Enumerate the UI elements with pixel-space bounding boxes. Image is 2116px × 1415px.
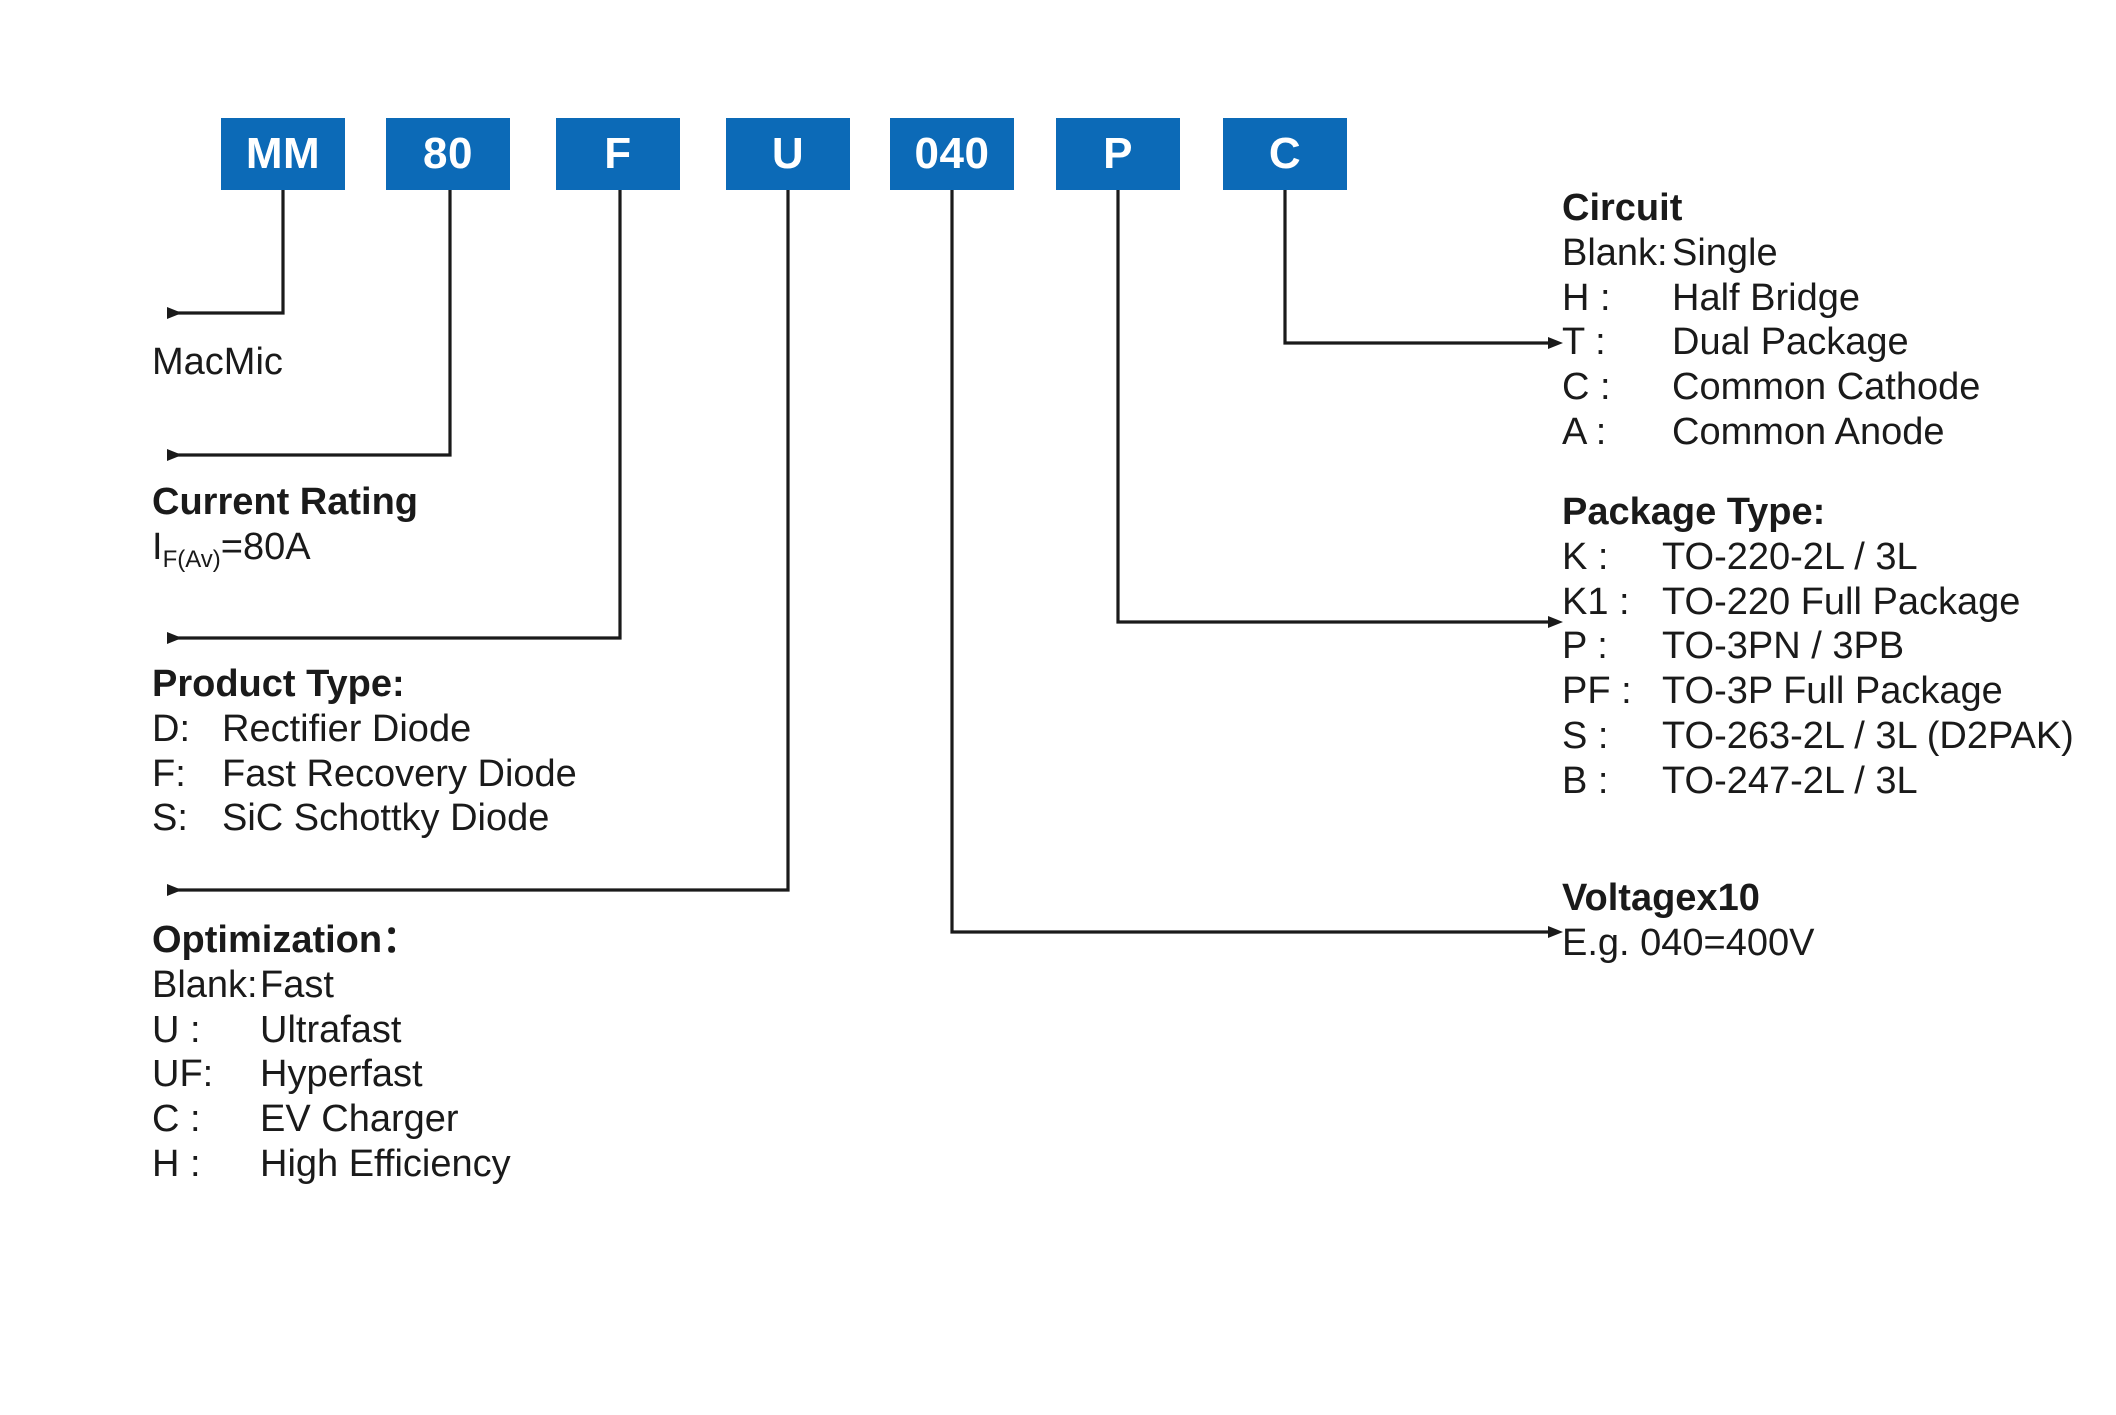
optimization-key: U : <box>152 1008 201 1051</box>
optimization-row: H : High Efficiency <box>152 1142 511 1187</box>
circuit-block: Circuit Blank: Single H : Half Bridge T … <box>1562 186 1980 455</box>
circuit-value: Dual Package <box>1672 321 1909 364</box>
package-type-row: B : TO-247-2L / 3L <box>1562 759 2074 804</box>
current-rating-value: IF(Av)=80A <box>152 525 418 573</box>
package-type-value: TO-220-2L / 3L <box>1662 535 1918 578</box>
wire-brand <box>167 190 285 319</box>
wire-product-type <box>167 190 622 644</box>
circuit-value: Common Anode <box>1672 411 1945 454</box>
optimization-key: UF: <box>152 1053 214 1096</box>
brand-label: MacMic <box>152 341 283 383</box>
package-type-key: K1 : <box>1562 580 1630 623</box>
current-value: =80A <box>220 525 311 568</box>
package-type-key: P : <box>1562 625 1608 668</box>
optimization-row: U : Ultrafast <box>152 1008 511 1053</box>
product-type-value: Fast Recovery Diode <box>222 752 577 795</box>
circuit-row: C : Common Cathode <box>1562 365 1980 410</box>
voltage-block: Voltagex10 E.g. 040=400V <box>1562 876 1815 966</box>
product-type-row: S: SiC Schottky Diode <box>152 796 577 841</box>
package-type-key: B : <box>1562 759 1609 802</box>
optimization-value: High Efficiency <box>260 1143 511 1186</box>
package-type-key: K : <box>1562 535 1609 578</box>
package-type-value: TO-263-2L / 3L (D2PAK) <box>1662 715 2074 758</box>
code-box-package-type-code[interactable]: P <box>1056 118 1180 190</box>
package-type-row: P : TO-3PN / 3PB <box>1562 624 2074 669</box>
circuit-row: H : Half Bridge <box>1562 276 1980 321</box>
optimization-key: Blank: <box>152 963 258 1006</box>
package-type-row: PF : TO-3P Full Package <box>1562 669 2074 714</box>
package-type-value: TO-247-2L / 3L <box>1662 759 1918 802</box>
product-type-value: Rectifier Diode <box>222 707 472 750</box>
product-type-key: F: <box>152 752 186 795</box>
code-box-current-rating-code[interactable]: 80 <box>386 118 510 190</box>
package-type-row: K : TO-220-2L / 3L <box>1562 535 2074 580</box>
circuit-row: Blank: Single <box>1562 231 1980 276</box>
optimization-value: Fast <box>260 963 334 1006</box>
product-type-value: SiC Schottky Diode <box>222 797 550 840</box>
optimization-key: H : <box>152 1143 201 1186</box>
circuit-key: A : <box>1562 411 1607 454</box>
circuit-key: T : <box>1562 321 1606 364</box>
package-type-block: Package Type: K : TO-220-2L / 3L K1 : TO… <box>1562 490 2074 804</box>
optimization-title: Optimization： <box>152 919 421 961</box>
circuit-value: Common Cathode <box>1672 366 1981 409</box>
current-rating-block: Current Rating IF(Av)=80A <box>152 480 418 573</box>
voltage-title: Voltagex10 <box>1562 877 1760 919</box>
optimization-row: C : EV Charger <box>152 1097 511 1142</box>
circuit-row: T : Dual Package <box>1562 320 1980 365</box>
optimization-value: EV Charger <box>260 1098 459 1141</box>
circuit-key: Blank: <box>1562 231 1668 274</box>
package-type-key: PF : <box>1562 670 1632 713</box>
package-type-row: S : TO-263-2L / 3L (D2PAK) <box>1562 714 2074 759</box>
code-box-optimization-code[interactable]: U <box>726 118 850 190</box>
wire-package-type <box>1116 190 1563 628</box>
optimization-block: Optimization： Blank: Fast U : Ultrafast … <box>152 918 511 1187</box>
circuit-row: A : Common Anode <box>1562 410 1980 455</box>
code-box-voltage-code[interactable]: 040 <box>890 118 1014 190</box>
current-symbol: I <box>152 525 163 568</box>
circuit-key: C : <box>1562 366 1611 409</box>
product-type-row: F: Fast Recovery Diode <box>152 752 577 797</box>
current-rating-title: Current Rating <box>152 481 418 523</box>
optimization-value: Hyperfast <box>260 1053 423 1096</box>
product-type-row: D: Rectifier Diode <box>152 707 577 752</box>
brand-block: MacMic <box>152 340 283 385</box>
package-type-key: S : <box>1562 715 1609 758</box>
product-type-title: Product Type: <box>152 663 405 705</box>
optimization-row: Blank: Fast <box>152 963 511 1008</box>
optimization-value: Ultrafast <box>260 1008 402 1051</box>
wire-current-rating <box>167 190 452 461</box>
code-box-circuit-code[interactable]: C <box>1223 118 1347 190</box>
circuit-title: Circuit <box>1562 187 1683 229</box>
current-subscript: F(Av) <box>162 545 221 573</box>
package-type-value: TO-3P Full Package <box>1662 670 2003 713</box>
circuit-key: H : <box>1562 276 1611 319</box>
product-type-key: D: <box>152 707 190 750</box>
package-type-row: K1 : TO-220 Full Package <box>1562 580 2074 625</box>
package-type-value: TO-220 Full Package <box>1662 580 2021 623</box>
product-type-block: Product Type: D: Rectifier Diode F: Fast… <box>152 662 577 841</box>
optimization-key: C : <box>152 1098 201 1141</box>
wire-circuit <box>1283 190 1563 349</box>
circuit-value: Half Bridge <box>1672 276 1860 319</box>
code-box-product-type-code[interactable]: F <box>556 118 680 190</box>
wire-voltage <box>950 190 1563 938</box>
product-type-key: S: <box>152 797 188 840</box>
code-box-brand-code[interactable]: MM <box>221 118 345 190</box>
optimization-row: UF: Hyperfast <box>152 1052 511 1097</box>
package-type-title: Package Type: <box>1562 491 1826 533</box>
circuit-value: Single <box>1672 231 1778 274</box>
package-type-value: TO-3PN / 3PB <box>1662 625 1905 668</box>
voltage-example: E.g. 040=400V <box>1562 921 1815 964</box>
